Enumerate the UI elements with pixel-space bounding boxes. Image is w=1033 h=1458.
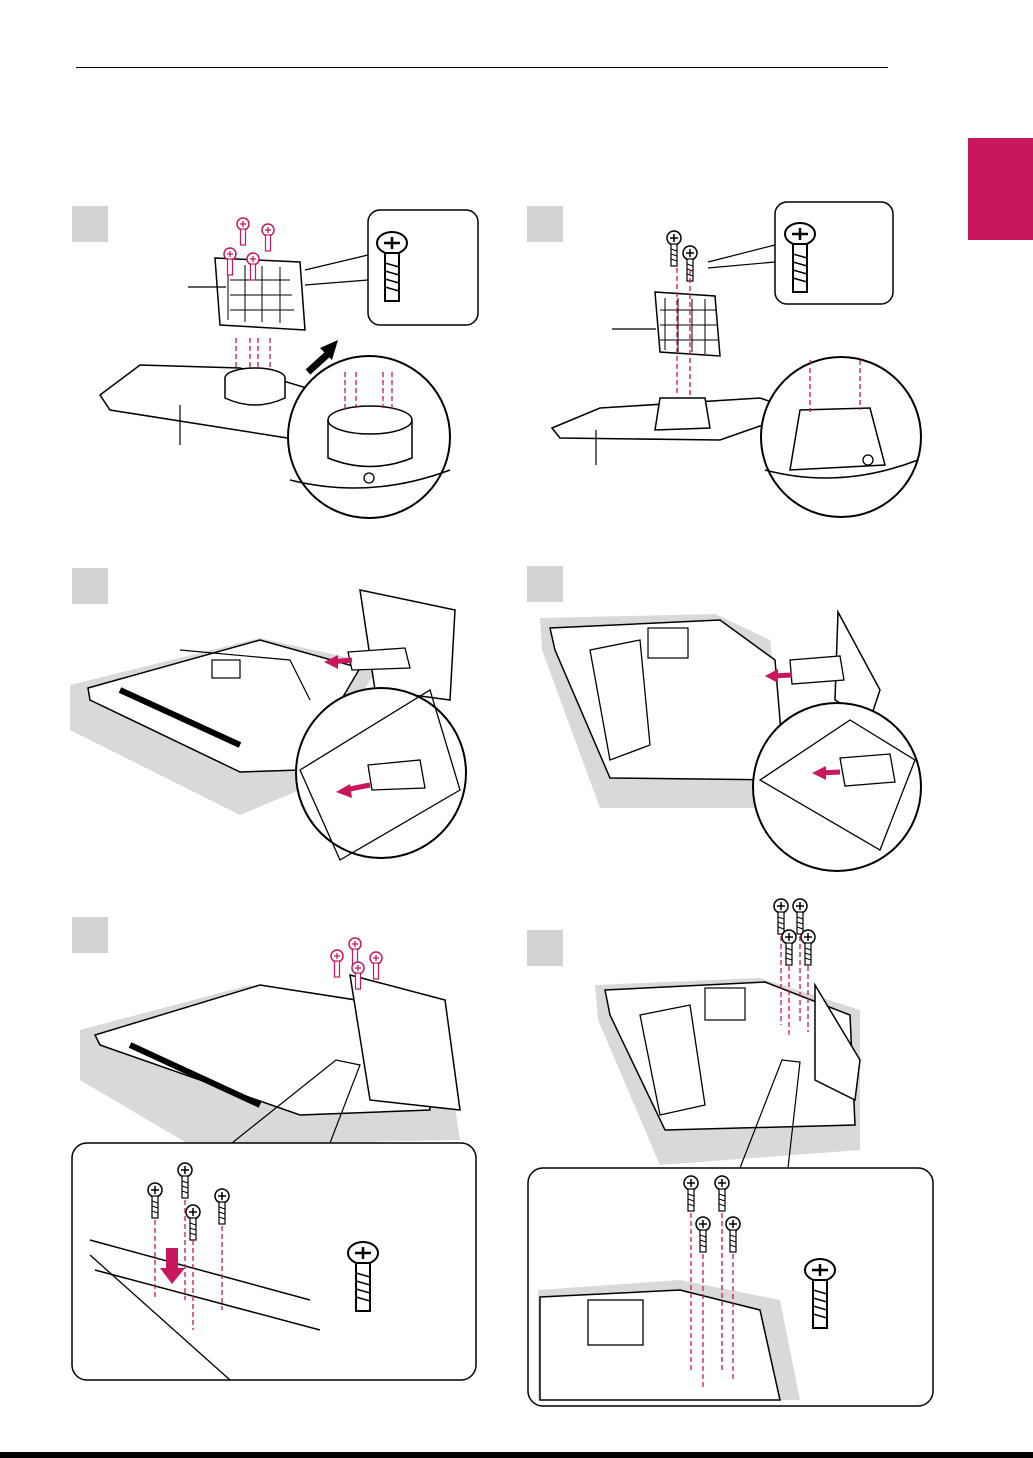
panel-6-illustration [528,899,933,1406]
panel-1-illustration [100,210,478,518]
page-bottom-bar [0,1452,1033,1458]
panel-2-illustration [552,202,921,517]
panel-4-illustration [540,612,921,871]
panel-3-illustration [70,590,466,860]
panel-5-illustration [72,938,476,1380]
